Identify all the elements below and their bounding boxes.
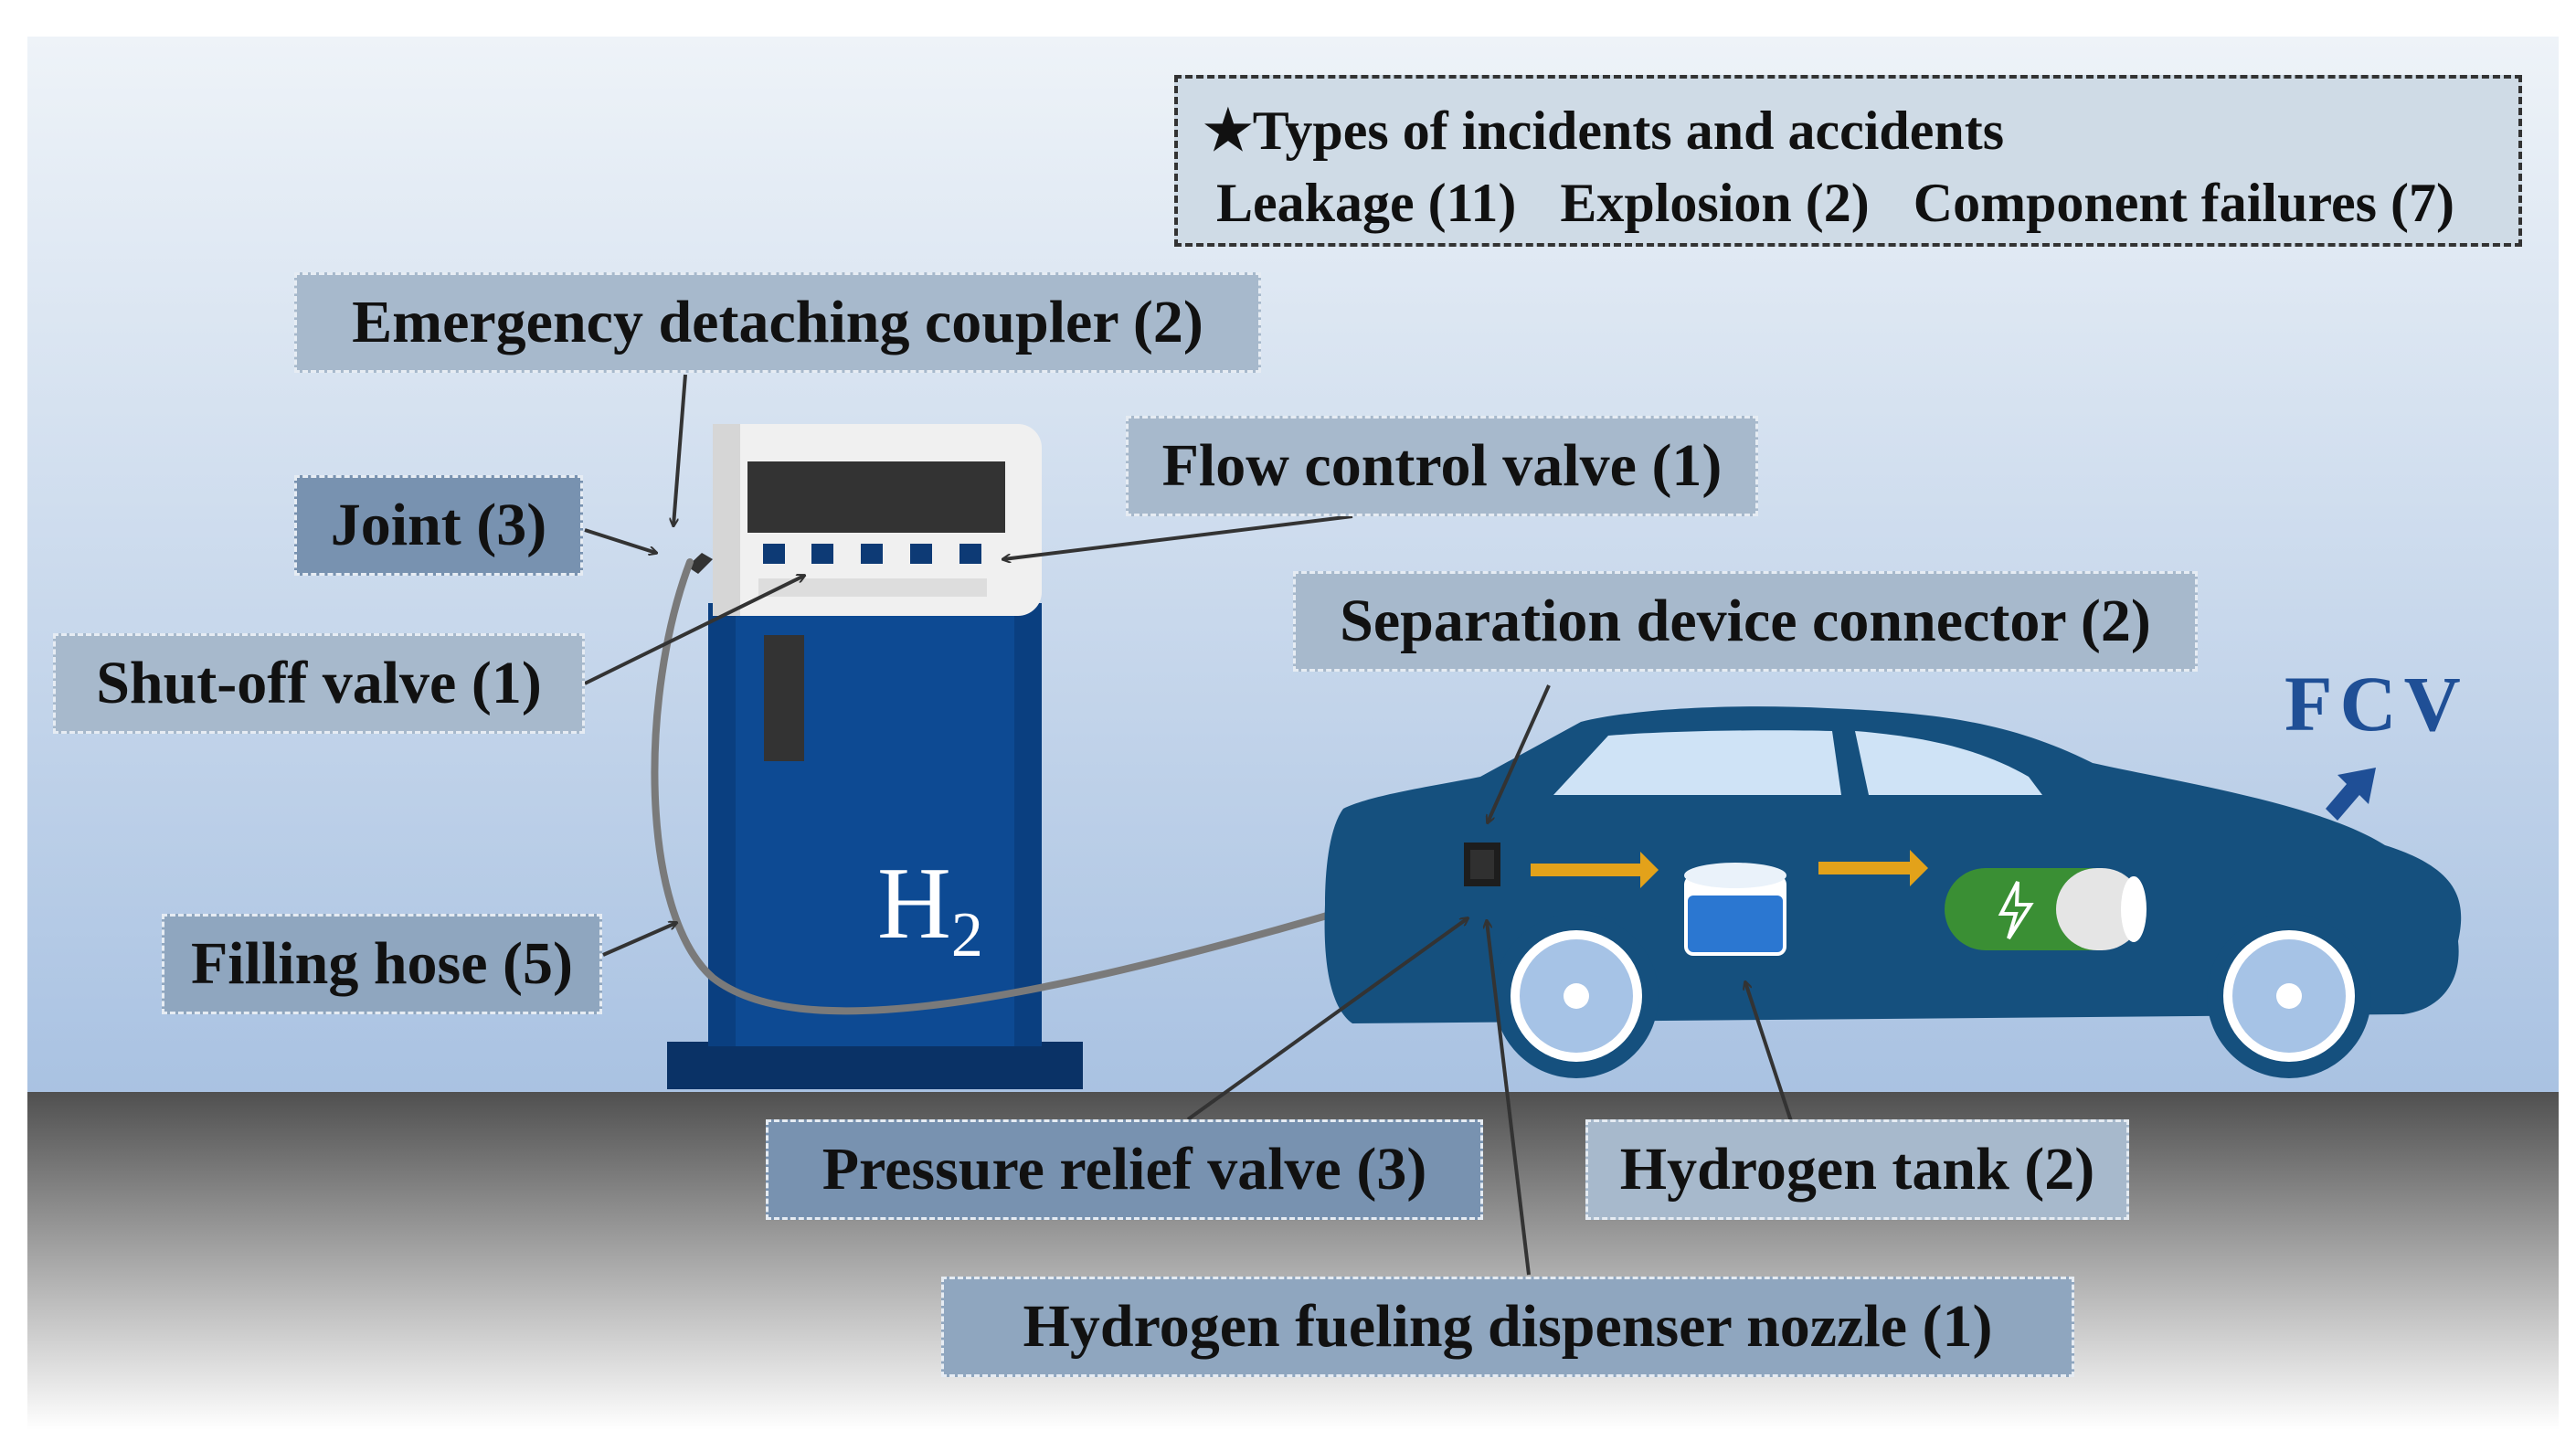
fcv-label: FCV	[2284, 660, 2468, 747]
legend-items: Leakage (11) Explosion (2) Component fai…	[1216, 172, 2454, 235]
legend-item-explosion: Explosion (2)	[1560, 173, 1870, 233]
legend-item-component-failures: Component failures (7)	[1913, 173, 2454, 233]
label-filling-hose: Filling hose (5)	[162, 914, 602, 1014]
hydrogen-dispenser	[667, 424, 1083, 1089]
label-joint: Joint (3)	[294, 475, 583, 576]
h2-main: H	[877, 847, 951, 960]
filling-hose-shape	[651, 558, 1429, 1015]
label-shut-off-valve: Shut-off valve (1)	[53, 633, 585, 734]
label-emergency-detaching-coupler: Emergency detaching coupler (2)	[294, 272, 1261, 373]
fcv-arrow	[2326, 768, 2376, 821]
legend-item-leakage: Leakage (11)	[1216, 173, 1517, 233]
label-flow-control-valve: Flow control valve (1)	[1126, 416, 1758, 516]
label-pressure-relief-valve: Pressure relief valve (3)	[766, 1119, 1483, 1220]
coupler-piece	[687, 553, 713, 574]
legend-title-text: Types of incidents and accidents	[1252, 101, 2005, 161]
incident-types-legend: ★Types of incidents and accidents Leakag…	[1174, 75, 2522, 247]
label-separation-device-connector: Separation device connector (2)	[1293, 571, 2198, 672]
dispenser-h2-text: H2	[877, 845, 983, 972]
label-hydrogen-tank: Hydrogen tank (2)	[1585, 1119, 2129, 1220]
leader-lines	[584, 374, 1793, 1276]
h2-subscript: 2	[950, 900, 983, 970]
label-hydrogen-fueling-dispenser-nozzle: Hydrogen fueling dispenser nozzle (1)	[941, 1277, 2074, 1377]
legend-title: ★Types of incidents and accidents	[1203, 99, 2004, 163]
star-icon: ★	[1203, 101, 1253, 161]
fuel-cell-vehicle	[1324, 706, 2462, 1078]
